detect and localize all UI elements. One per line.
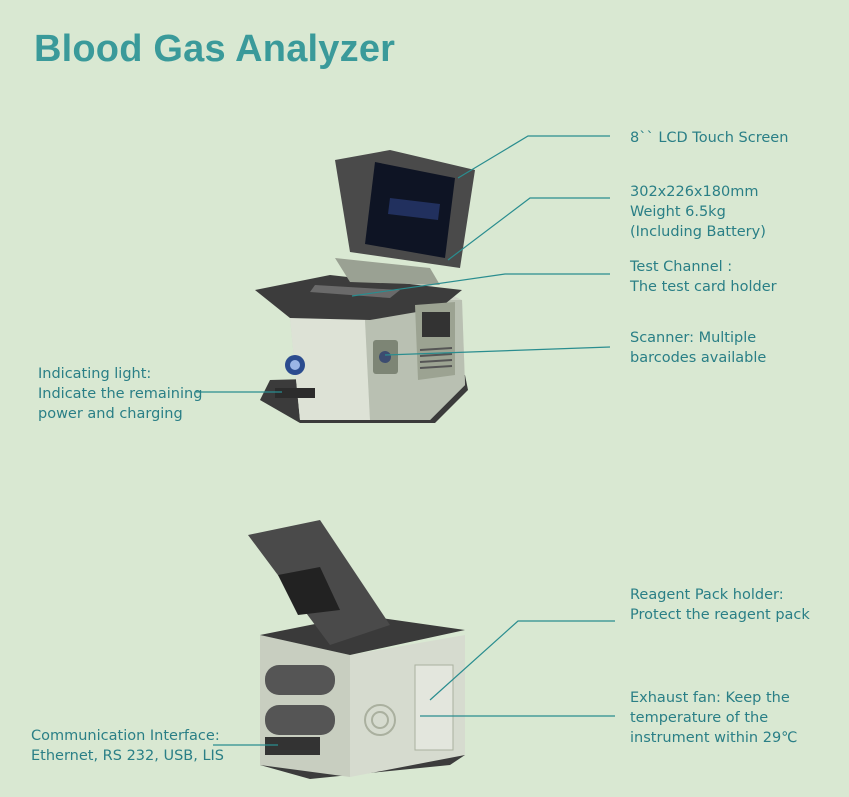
callout-line: Communication Interface: (31, 728, 220, 744)
leader-lcd (457, 135, 610, 179)
callout-reagent-pack-holder: Reagent Pack holder: Protect the reagent… (630, 585, 810, 625)
callout-line: 8`` LCD Touch Screen (630, 130, 789, 146)
leader-dimensions (447, 197, 610, 261)
callout-indicating-light: Indicating light: Indicate the remaining… (38, 364, 202, 424)
callout-line: Scanner: Multiple (630, 330, 757, 346)
callout-line: 302x226x180mm (630, 184, 759, 200)
callout-line: Ethernet, RS 232, USB, LIS (31, 748, 225, 764)
page-title: Blood Gas Analyzer (34, 28, 396, 70)
callout-line: Test Channel : (630, 259, 733, 275)
callout-communication-interface: Communication Interface: Ethernet, RS 23… (31, 726, 224, 766)
callout-line: Indicating light: (38, 366, 152, 382)
leader-test-channel (351, 273, 610, 297)
analyzer-rear-view (248, 520, 465, 779)
leader-reagent-pack (429, 620, 615, 701)
callout-test-channel: Test Channel : The test card holder (630, 257, 777, 297)
callout-line: Exhaust fan: Keep the (630, 690, 790, 706)
callout-line: (Including Battery) (630, 224, 766, 240)
callout-line: The test card holder (630, 279, 777, 295)
callout-dimensions-weight: 302x226x180mm Weight 6.5kg (Including Ba… (630, 182, 766, 242)
callout-lcd-touch-screen: 8`` LCD Touch Screen (630, 128, 788, 148)
callout-line: instrument within 29℃ (630, 730, 798, 746)
callout-exhaust-fan: Exhaust fan: Keep the temperature of the… (630, 688, 797, 748)
callout-line: Protect the reagent pack (630, 607, 810, 623)
callout-line: Reagent Pack holder: (630, 587, 784, 603)
callout-line: power and charging (38, 406, 183, 422)
callout-scanner: Scanner: Multiple barcodes available (630, 328, 766, 368)
callout-line: temperature of the (630, 710, 769, 726)
callout-line: Indicate the remaining (38, 386, 203, 402)
callout-line: barcodes available (630, 350, 767, 366)
leader-scanner (384, 346, 611, 356)
callout-line: Weight 6.5kg (630, 204, 726, 220)
analyzer-front-view (255, 150, 475, 423)
